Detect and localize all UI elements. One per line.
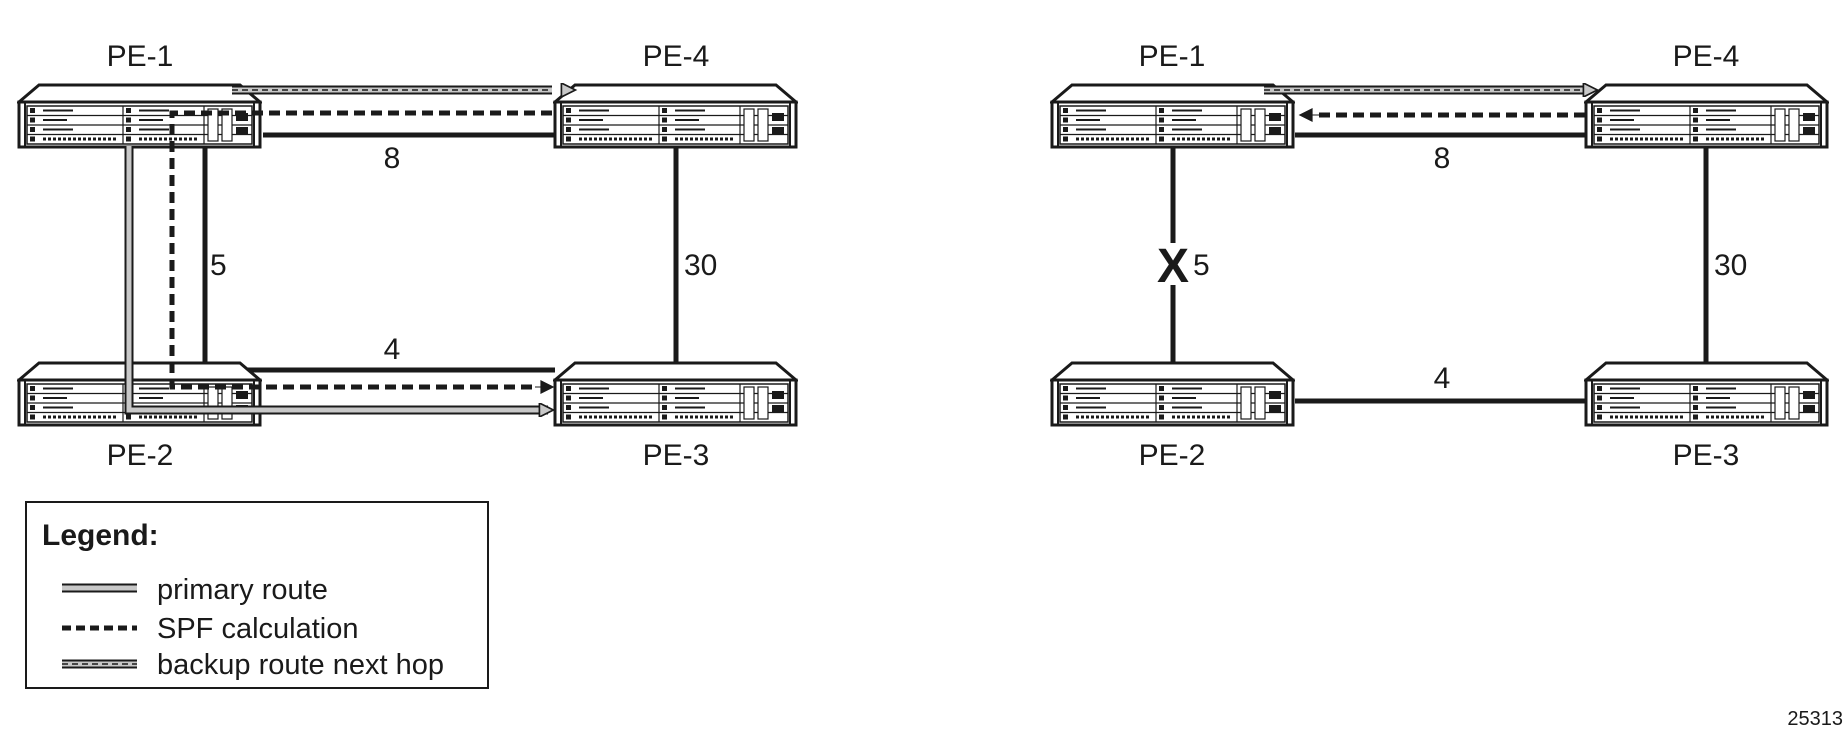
links [202,132,679,373]
diagram-right: X PE-1 PE-4 PE-2 PE-3 8 5 30 4 [1050,40,1829,472]
label-pe2: PE-2 [1139,439,1206,472]
label-pe1: PE-1 [107,40,174,73]
legend-label-primary: primary route [157,574,328,606]
legend-item-backup: backup route next hop [62,649,444,681]
label-pe4: PE-4 [643,40,710,73]
label-pe3: PE-3 [643,439,710,472]
label-pe3: PE-3 [1673,439,1740,472]
link-failure-mark: X [1157,240,1189,293]
diagram-left: PE-1 PE-4 PE-2 PE-3 8 5 30 4 [17,40,798,472]
metric-pe2-pe3: 4 [1434,362,1451,395]
legend-box [25,501,489,689]
router-pe4[interactable] [553,83,798,149]
legend: Legend: primary route SPF calculation ba… [25,501,489,689]
legend-label-backup: backup route next hop [157,649,444,681]
router-pe3[interactable] [1584,361,1829,427]
router-pe2[interactable] [1050,361,1295,427]
legend-title: Legend: [42,519,159,552]
figure-id: 25313 [1787,708,1843,730]
router-pe3[interactable] [553,361,798,427]
label-pe1: PE-1 [1139,40,1206,73]
metric-pe4-pe3: 30 [684,249,717,282]
metric-pe1-pe4: 8 [1434,142,1451,175]
router-pe4[interactable] [1584,83,1829,149]
legend-item-primary: primary route [62,574,328,606]
legend-item-spf: SPF calculation [62,613,359,645]
label-pe4: PE-4 [1673,40,1740,73]
metric-pe2-pe3: 4 [384,333,401,366]
label-pe2: PE-2 [107,439,174,472]
path-primary-route [124,146,552,410]
path-spf-calculation [169,110,555,394]
router-pe2[interactable] [17,361,262,427]
metric-pe1-pe2: 5 [210,249,227,282]
legend-label-spf: SPF calculation [157,613,359,645]
metric-pe4-pe3: 30 [1714,249,1747,282]
router-pe1[interactable] [1050,83,1295,149]
metric-pe1-pe4: 8 [384,142,401,175]
metric-pe1-pe2: 5 [1193,249,1210,282]
router-pe1[interactable] [17,83,262,149]
